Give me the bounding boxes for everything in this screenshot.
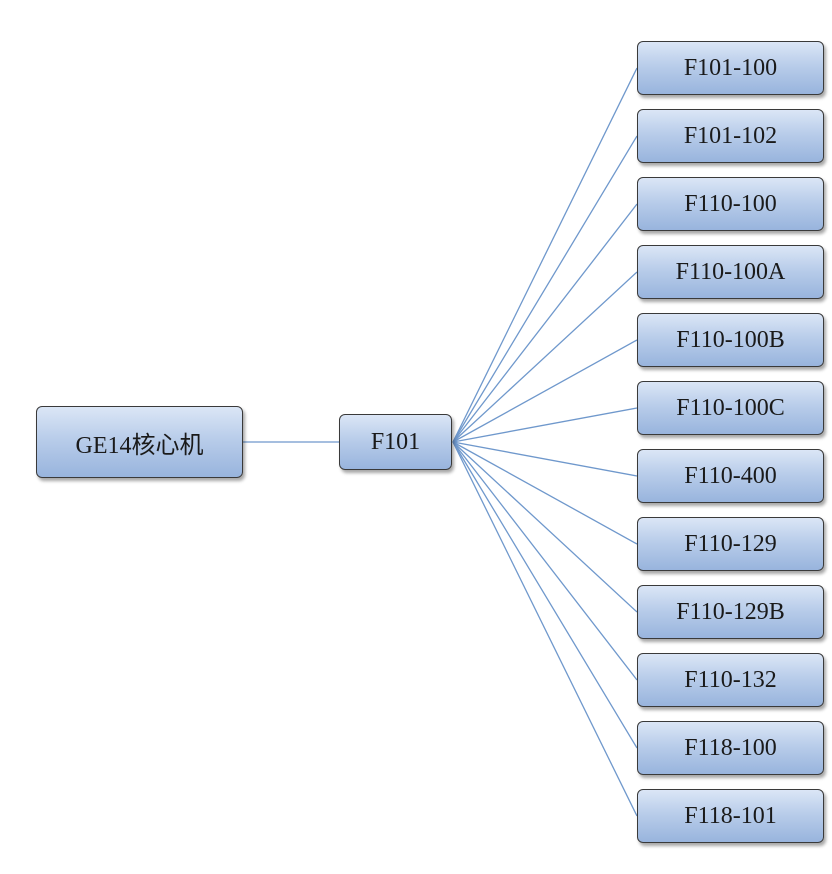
leaf-node: F101-100 [637, 41, 824, 95]
connector-mid-to-leaf [452, 441, 638, 477]
leaf-node: F110-100A [637, 245, 824, 299]
leaf-node-label: F110-132 [684, 666, 777, 693]
leaf-node-label: F110-400 [684, 462, 777, 489]
leaf-node: F110-400 [637, 449, 824, 503]
leaf-node: F101-102 [637, 109, 824, 163]
mid-node: F101 [339, 414, 452, 470]
leaf-node: F118-100 [637, 721, 824, 775]
connector-mid-to-leaf [452, 203, 638, 443]
connector-mid-to-leaf [452, 271, 638, 443]
leaf-node-label: F118-101 [684, 802, 777, 829]
connector-mid-to-leaf [452, 441, 638, 681]
leaf-node-label: F110-129B [676, 598, 785, 625]
connector-mid-to-leaf [452, 441, 638, 545]
leaf-node: F110-100C [637, 381, 824, 435]
leaf-node-label: F110-100B [676, 326, 785, 353]
mid-node-label: F101 [370, 428, 421, 455]
root-node: GE14核心机 [36, 406, 243, 478]
leaf-node: F110-129B [637, 585, 824, 639]
leaf-node-label: F101-102 [683, 122, 778, 149]
connector-mid-to-leaf [452, 407, 638, 443]
leaf-node-label: F110-100A [675, 258, 786, 285]
leaf-node-label: F101-100 [683, 54, 778, 81]
connector-mid-to-leaf [452, 441, 638, 749]
leaf-node: F110-132 [637, 653, 824, 707]
leaf-node: F110-100 [637, 177, 824, 231]
connector-mid-to-leaf [452, 135, 638, 443]
connector-mid-to-leaf [452, 441, 638, 613]
leaf-node: F118-101 [637, 789, 824, 843]
leaf-node: F110-100B [637, 313, 824, 367]
root-node-label: GE14核心机 [75, 432, 204, 459]
leaf-node-label: F110-100C [676, 394, 785, 421]
connector-mid-to-leaf [452, 67, 638, 443]
leaf-node-label: F110-100 [684, 190, 777, 217]
leaf-node-label: F118-100 [684, 734, 777, 761]
leaf-node-label: F110-129 [684, 530, 777, 557]
connector-mid-to-leaf [452, 339, 638, 443]
connector-mid-to-leaf [452, 441, 638, 817]
leaf-node: F110-129 [637, 517, 824, 571]
